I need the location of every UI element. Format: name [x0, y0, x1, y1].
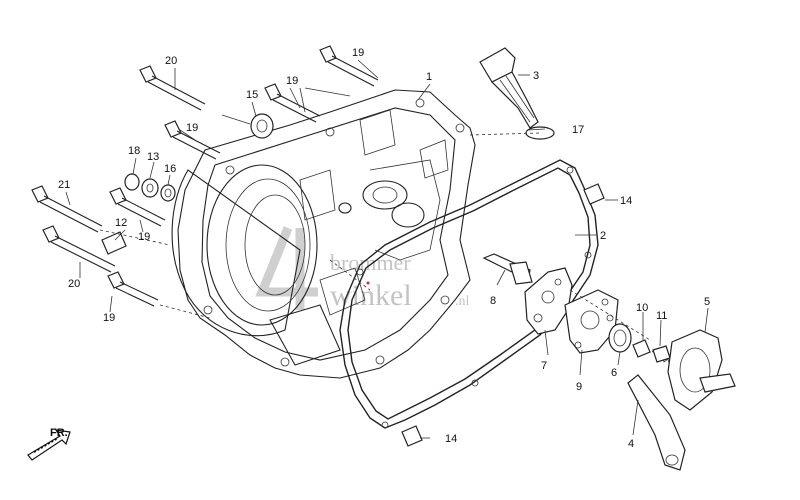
bolt-21 [31, 185, 103, 233]
clamp [101, 231, 127, 255]
label-part-5: 5 [704, 296, 710, 308]
watermark-line2: winkel [330, 279, 412, 312]
label-part-8: 8 [490, 295, 496, 307]
label-part-19e: 19 [103, 312, 115, 324]
label-part-2: 2 [600, 230, 606, 242]
label-part-4: 4 [628, 438, 634, 450]
label-part-19a: 19 [352, 47, 364, 59]
shaft [482, 253, 533, 285]
oil-filler-cap [479, 47, 539, 129]
label-part-3: 3 [533, 70, 539, 82]
kick-starter-cover [667, 329, 736, 411]
nut [124, 173, 140, 191]
label-part-15: 15 [246, 89, 258, 101]
dowel-pin-upper [583, 183, 605, 205]
bolt-19-lower [109, 187, 166, 227]
label-part-18: 18 [128, 145, 140, 157]
label-part-21: 21 [58, 179, 70, 191]
part-labels: 19 20 19 15 1 3 17 19 18 13 16 21 14 2 1… [58, 47, 710, 450]
label-part-14b: 14 [445, 433, 457, 445]
label-part-19b: 19 [286, 75, 298, 87]
cover-gasket [339, 159, 599, 429]
bolt-20-top [139, 65, 206, 111]
pin [632, 339, 651, 358]
bolt-19-left [164, 120, 221, 160]
lifter-plate [524, 267, 573, 335]
bolt-19-bottom [107, 271, 159, 307]
watermark-suffix: .nl [455, 294, 470, 309]
label-part-19c: 19 [186, 122, 198, 134]
oil-seal [608, 323, 632, 353]
leader-lines [65, 59, 709, 439]
label-part-17: 17 [572, 124, 584, 136]
label-part-12: 12 [115, 217, 127, 229]
washer [141, 178, 159, 198]
bolt-19-mid [264, 83, 321, 123]
front-direction-marker: FR. [27, 427, 71, 461]
label-part-14a: 14 [620, 195, 632, 207]
seal [160, 184, 176, 202]
label-part-13: 13 [147, 151, 159, 163]
cam-plate [564, 289, 619, 354]
front-label: FR. [50, 427, 68, 439]
label-part-7: 7 [541, 360, 547, 372]
spring [651, 345, 671, 368]
label-part-9: 9 [576, 381, 582, 393]
bolt-19-top [319, 45, 379, 87]
right-crankcase-cover [171, 89, 476, 379]
label-part-20a: 20 [165, 55, 177, 67]
bolt-20-bottom [42, 225, 116, 273]
bearing [250, 113, 274, 139]
label-part-11: 11 [656, 310, 667, 322]
label-part-1: 1 [426, 71, 432, 83]
label-part-16: 16 [164, 163, 176, 175]
watermark-line1: brommer [330, 250, 411, 275]
watermark: brommer winkel .nl [255, 226, 470, 312]
label-part-20b: 20 [68, 278, 80, 290]
kick-arm [627, 374, 686, 471]
label-part-19d: 19 [138, 231, 150, 243]
label-part-10: 10 [636, 302, 648, 314]
dowel-pin-lower [401, 425, 423, 447]
label-part-6: 6 [611, 367, 617, 379]
